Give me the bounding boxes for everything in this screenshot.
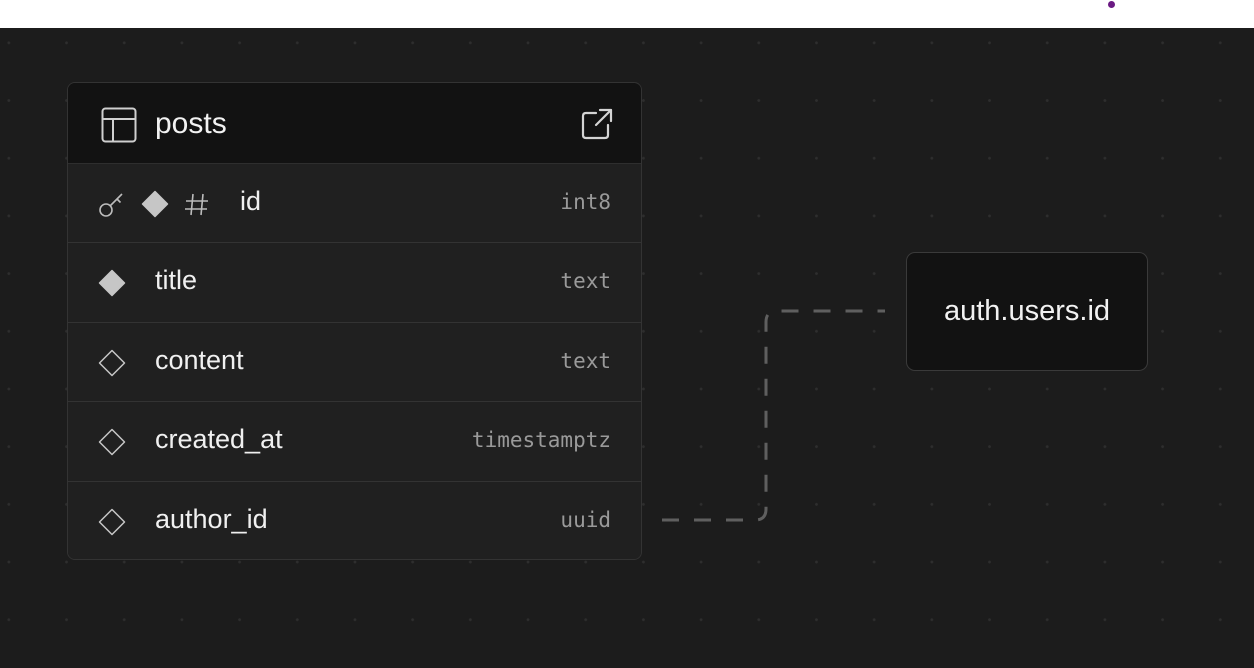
column-type: timestamptz [471, 428, 611, 453]
table-card-posts[interactable]: posts id int8 title text [67, 82, 642, 560]
column-type: text [560, 348, 611, 373]
diamond-outline-icon [98, 349, 126, 377]
column-row-id[interactable]: id int8 [68, 164, 641, 244]
table-name: posts [155, 107, 227, 140]
column-row-created-at[interactable]: created_at timestamptz [68, 402, 641, 482]
diamond-filled-icon [98, 270, 126, 297]
key-icon [99, 193, 123, 217]
column-name: id [240, 186, 262, 216]
hash-icon [185, 193, 208, 216]
diamond-filled-icon [141, 190, 169, 218]
column-name: created_at [155, 424, 283, 455]
column-type: text [560, 269, 611, 294]
column-type: int8 [560, 190, 611, 214]
top-bar [0, 0, 1254, 28]
external-link-icon[interactable] [580, 107, 614, 141]
diamond-outline-icon [98, 508, 126, 535]
column-row-title[interactable]: title text [68, 243, 641, 323]
status-dot [1108, 1, 1115, 8]
table-header: posts [68, 83, 641, 164]
reference-label: auth.users.id [943, 295, 1111, 327]
column-row-author-id[interactable]: author_id uuid [68, 481, 641, 559]
table-icon [101, 107, 137, 143]
column-name: content [155, 344, 244, 375]
reference-node-auth-users-id[interactable]: auth.users.id [906, 252, 1148, 371]
column-type: uuid [560, 507, 611, 532]
column-name: author_id [155, 503, 268, 534]
column-row-content[interactable]: content text [68, 322, 641, 403]
column-name: title [155, 265, 198, 296]
diamond-outline-icon [98, 428, 126, 456]
